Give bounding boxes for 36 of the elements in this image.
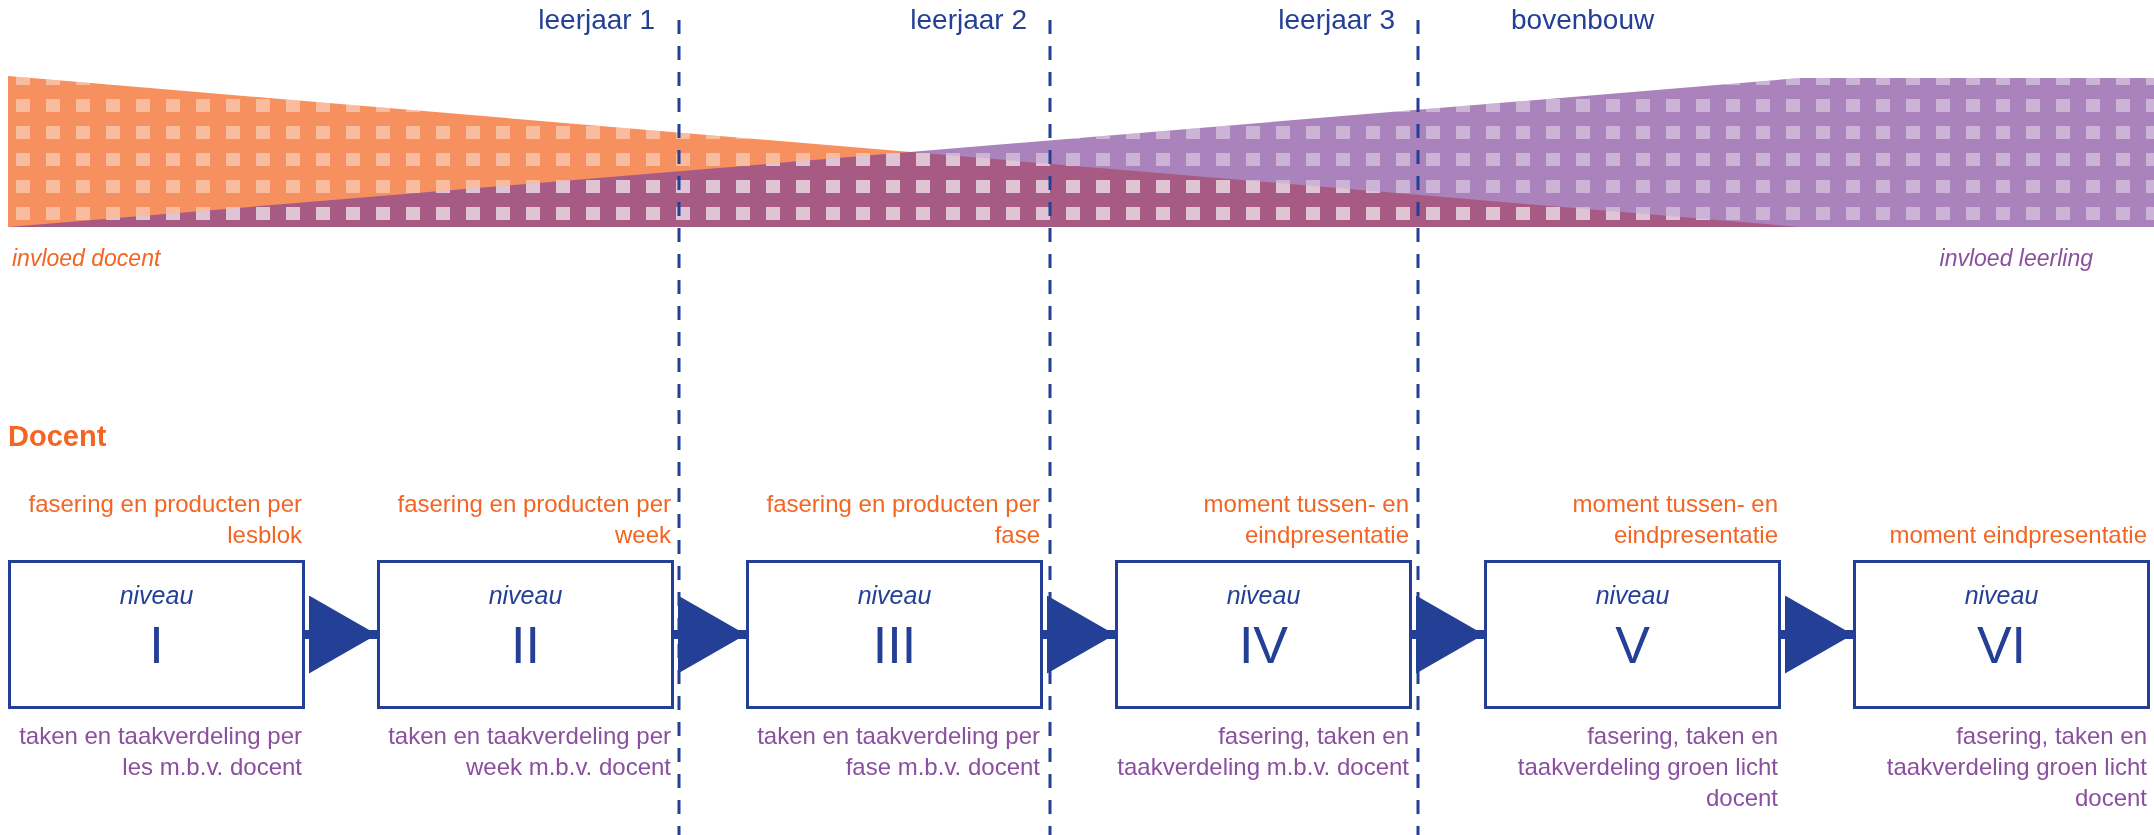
- level-numeral: IV: [1237, 615, 1290, 675]
- level-heading: niveau: [118, 581, 195, 610]
- influence-label: invloed leerling: [1939, 245, 2093, 272]
- level-numeral: V: [1614, 615, 1651, 675]
- student-note: taken en taakverdeling per week m.b.v. docent: [387, 721, 671, 782]
- teacher-note: fasering en producten per lesblok: [27, 489, 302, 550]
- level-heading: niveau: [1594, 581, 1671, 610]
- student-note: taken en taakverdeling per fase m.b.v. docent: [756, 721, 1040, 782]
- arrow: [1781, 595, 1853, 674]
- level-heading: niveau: [1225, 581, 1302, 610]
- teacher-note: fasering en producten per week: [396, 489, 671, 550]
- arrow: [1043, 595, 1115, 674]
- year-label: leerjaar 2: [910, 4, 1027, 36]
- section-heading: Docent: [8, 420, 107, 453]
- teacher-note: moment tussen- en eindpresentatie: [1202, 489, 1409, 550]
- level-heading: niveau: [856, 581, 933, 610]
- level-numeral: I: [148, 615, 165, 675]
- student-note: fasering, taken en taakverdeling m.b.v. docent: [1116, 721, 1409, 782]
- year-label: leerjaar 1: [538, 4, 655, 36]
- student-note: taken en taakverdeling per les m.b.v. docent: [18, 721, 302, 782]
- level-heading: niveau: [487, 581, 564, 610]
- level-numeral: III: [871, 615, 918, 675]
- level-numeral: II: [510, 615, 541, 675]
- influence-label: invloed docent: [12, 245, 161, 272]
- arrow: [1412, 595, 1484, 674]
- teacher-note: moment tussen- en eindpresentatie: [1571, 489, 1778, 550]
- arrow: [305, 595, 377, 674]
- year-label: leerjaar 3: [1278, 4, 1395, 36]
- student-note: fasering, taken en taakverdeling groen licht docent: [1885, 721, 2147, 813]
- teacher-note: moment eindpresentatie: [1888, 520, 2147, 550]
- teacher-note: fasering en producten per fase: [765, 489, 1040, 550]
- arrow: [674, 595, 746, 674]
- year-label: bovenbouw: [1511, 4, 1655, 36]
- level-heading: niveau: [1963, 581, 2040, 610]
- student-note: fasering, taken en taakverdeling groen licht docent: [1516, 721, 1778, 813]
- level-numeral: VI: [1975, 615, 2028, 675]
